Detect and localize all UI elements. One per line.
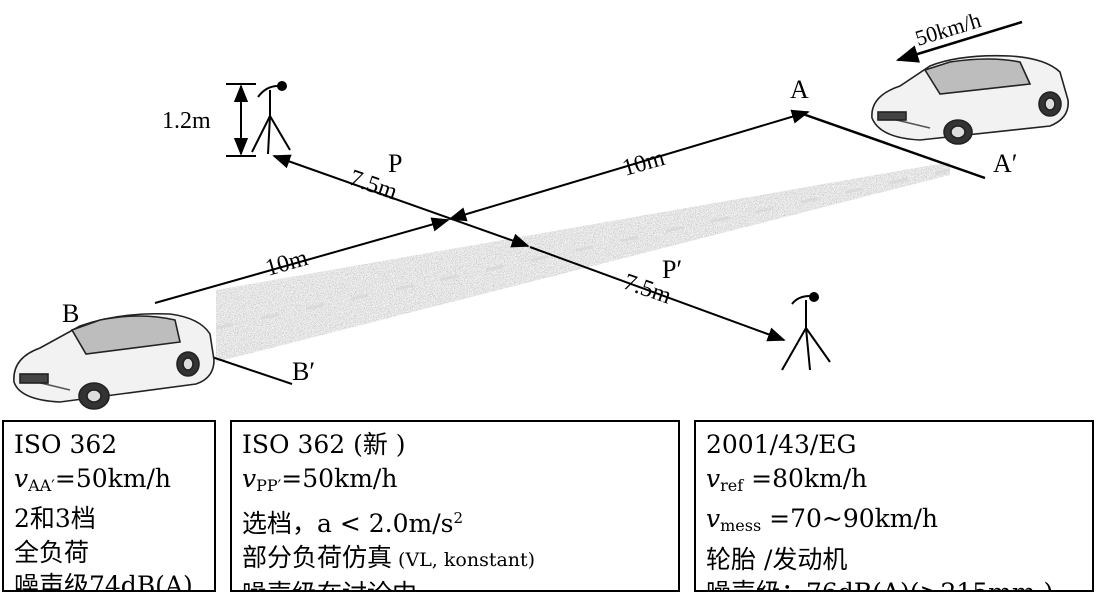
height-dimension [226,83,256,157]
speed-spec: vAA′=50km/h [14,463,172,495]
point-b-label: B [62,299,79,328]
line-b-b-prime [211,356,293,385]
iso362-box: ISO 362 vAA′=50km/h 2和3档 全负荷 噪声级74dB(A) [2,420,216,592]
iso362-new-box: ISO 362 (新 ) vPP′=50km/h 选档，a < 2.0m/s2 … [230,420,680,592]
line-a-a-prime [799,111,986,180]
car-at-a-icon [871,54,1069,145]
point-a-prime-label: A′ [993,149,1017,178]
load-spec: 全负荷 [14,537,90,567]
speed-spec: vPP′=50km/h [242,463,398,495]
point-b-prime-label: B′ [292,357,315,386]
dimension-line-p-mic [272,154,530,248]
car-at-b-icon [13,312,215,410]
load-spec: 部分负荷仿真 (VL, konstant) [242,542,536,572]
dimension-line-pp-mic [529,246,786,342]
box-title: ISO 362 [14,430,118,459]
microphone-tripod-p-prime-icon [781,292,831,371]
noise-level-spec: 噪声级在讨论中 [242,577,668,590]
eg-2001-43-box: 2001/43/EG vref =80km/h vmess =70~90km/h… [694,420,1094,592]
height-label: 1.2m [162,108,211,134]
gear-spec: 2和3档 [14,504,96,533]
noise-level-spec: 噪声级：76dB(A)(>215mm ) [706,576,1082,590]
box-title: 2001/43/EG [706,430,857,459]
distance-pa-label: 10m [619,145,668,182]
ref-speed-spec: vref =80km/h [706,463,868,495]
microphone-tripod-p-icon [251,81,291,155]
road-surface [216,162,950,362]
point-p-prime-label: P′ [662,255,682,284]
tyre-engine-spec: 轮胎 /发动机 [706,544,848,574]
box-title: ISO 362 (新 ) [242,430,406,459]
point-p-label: P [388,149,402,178]
point-a-label: A [790,75,809,104]
speed-arrow [895,20,1023,63]
gear-spec: 选档，a < 2.0m/s2 [242,509,464,538]
noise-level-spec: 噪声级74dB(A) [14,571,193,592]
measurement-speed-spec: vmess =70~90km/h [706,504,939,535]
